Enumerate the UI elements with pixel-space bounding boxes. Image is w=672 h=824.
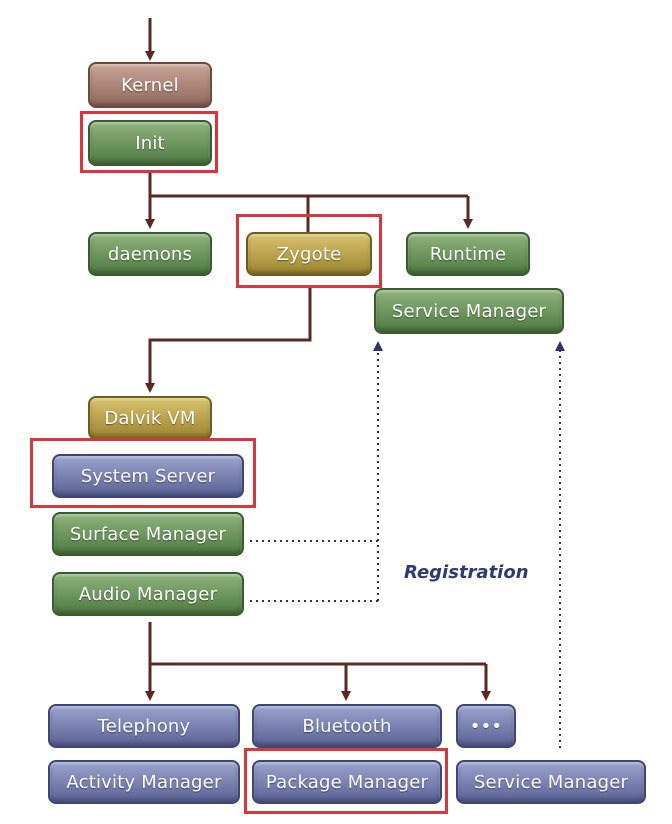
package-manager-highlight <box>244 748 448 814</box>
runtime-node: Runtime <box>406 232 530 276</box>
surface-manager-node: Surface Manager <box>52 512 244 556</box>
more-node: ••• <box>456 704 516 748</box>
service-manager-bottom-node: Service Manager <box>456 760 646 804</box>
audio-manager-node: Audio Manager <box>52 572 244 616</box>
init-node: Init <box>88 120 212 166</box>
bluetooth-node: Bluetooth <box>252 704 442 748</box>
system-server-node: System Server <box>52 454 244 498</box>
zygote-node: Zygote <box>246 232 372 276</box>
registration-label: Registration <box>404 562 529 583</box>
package-manager-node: Package Manager <box>252 760 442 804</box>
system-server-highlight <box>30 438 256 508</box>
init-highlight <box>80 111 218 173</box>
arrow-zygote-to-dalvik <box>145 286 312 393</box>
dalvik-vm-node: Dalvik VM <box>88 396 212 440</box>
service-manager-top-node: Service Manager <box>374 288 564 334</box>
zygote-highlight <box>236 214 382 288</box>
daemons-node: daemons <box>88 232 212 276</box>
kernel-node: Kernel <box>88 62 212 108</box>
activity-manager-node: Activity Manager <box>48 760 240 804</box>
telephony-node: Telephony <box>48 704 240 748</box>
